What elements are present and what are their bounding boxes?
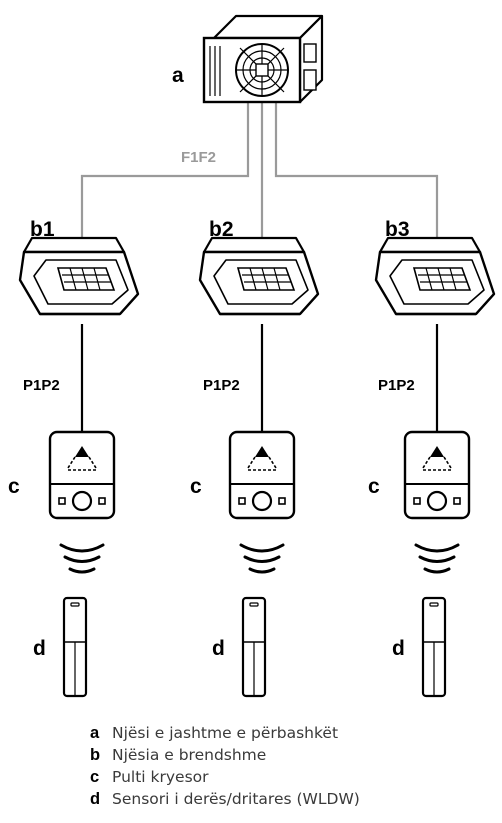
legend-text: Pulti kryesor — [112, 768, 209, 786]
indoor-unit-icon-b2 — [198, 236, 320, 316]
label-p1p2-3: P1P2 — [378, 377, 415, 394]
label-b3: b3 — [385, 218, 410, 241]
sensor-icon-1 — [62, 596, 88, 698]
legend-key: b — [90, 746, 101, 764]
wireless-icon-2 — [239, 543, 285, 574]
outdoor-unit-icon — [202, 14, 324, 104]
controller-icon-3 — [403, 430, 471, 520]
label-b1: b1 — [30, 218, 55, 241]
controller-icon-2 — [228, 430, 296, 520]
legend-key: d — [90, 790, 101, 808]
legend-item: c Pulti kryesor — [90, 766, 360, 788]
p1p2-wiring — [80, 324, 439, 432]
legend: a Njësi e jashtme e përbashkët b Njësia e … — [90, 722, 360, 810]
label-d-3: d — [392, 637, 405, 660]
label-c-3: c — [368, 475, 380, 498]
system-diagram: a F1F2 b1 b2 b3 P1P2 P1P2 P1P2 c c c d d… — [8, 14, 496, 698]
label-d-1: d — [33, 637, 46, 660]
label-f1f2: F1F2 — [181, 149, 216, 166]
label-b2: b2 — [209, 218, 234, 241]
f1f2-wiring — [80, 100, 439, 238]
legend-key: a — [90, 724, 100, 742]
label-c-1: c — [8, 475, 20, 498]
label-d-2: d — [212, 637, 225, 660]
label-p1p2-1: P1P2 — [23, 377, 60, 394]
indoor-unit-icon-b1 — [18, 236, 140, 316]
legend-item: d Sensori i derës/dritares (WLDW) — [90, 788, 360, 810]
legend-key: c — [90, 768, 100, 786]
label-a: a — [172, 64, 184, 87]
legend-item: a Njësi e jashtme e përbashkët — [90, 722, 360, 744]
legend-text: Sensori i derës/dritares (WLDW) — [112, 790, 360, 808]
label-p1p2-2: P1P2 — [203, 377, 240, 394]
controller-icon-1 — [48, 430, 116, 520]
legend-text: Njësi e jashtme e përbashkët — [112, 724, 339, 742]
label-c-2: c — [190, 475, 202, 498]
wireless-icon-3 — [414, 543, 460, 574]
indoor-unit-icon-b3 — [374, 236, 496, 316]
wireless-icon-1 — [59, 543, 105, 574]
legend-text: Njësia e brendshme — [112, 746, 267, 764]
legend-item: b Njësia e brendshme — [90, 744, 360, 766]
sensor-icon-2 — [241, 596, 267, 698]
sensor-icon-3 — [421, 596, 447, 698]
